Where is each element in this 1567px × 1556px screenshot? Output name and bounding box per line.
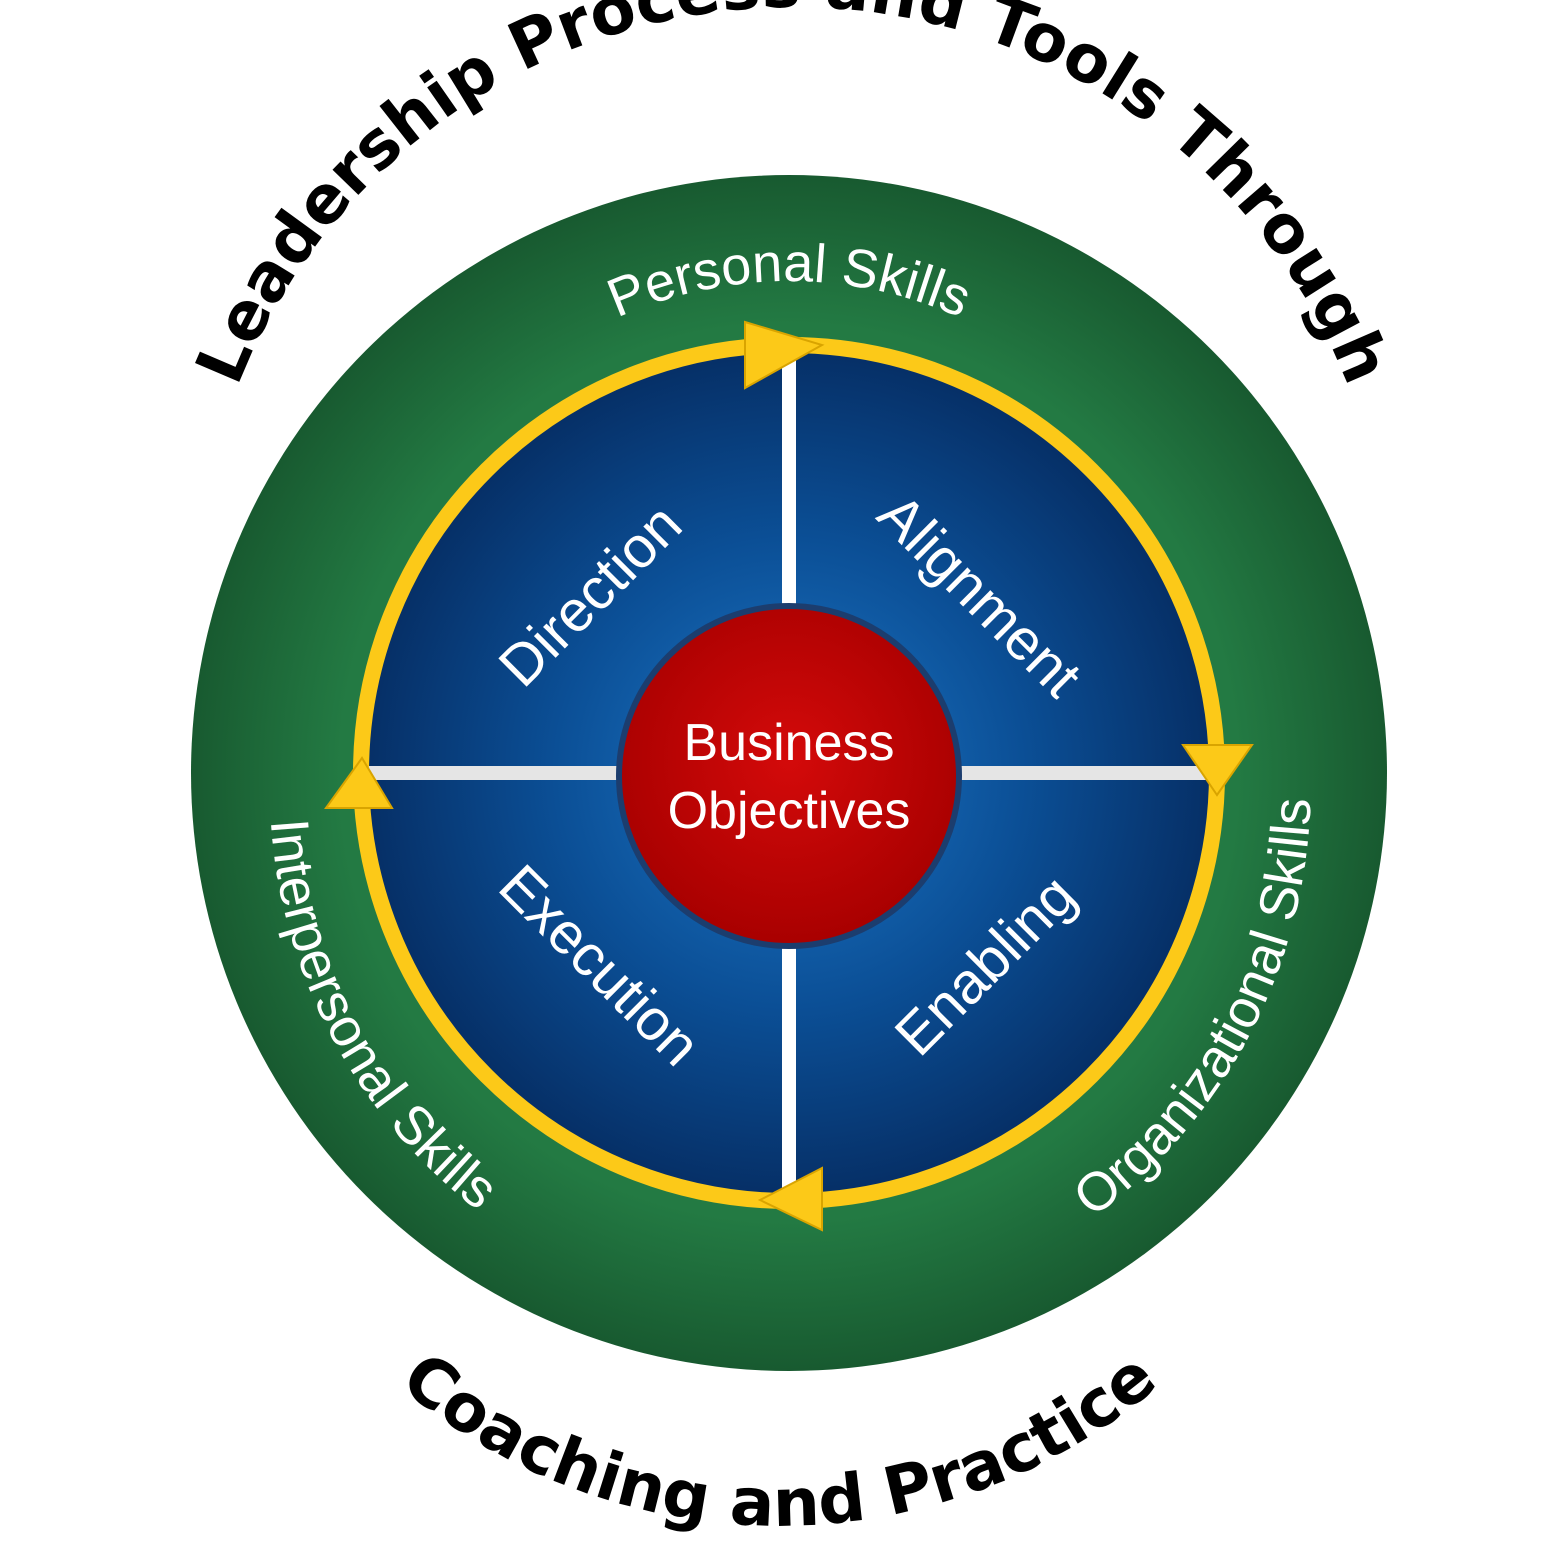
center-line-1: Business bbox=[684, 714, 895, 772]
center-line-2: Objectives bbox=[668, 782, 911, 840]
center-circle bbox=[616, 603, 962, 949]
arrow-head-left-icon bbox=[324, 756, 394, 809]
arrow-head-top-icon bbox=[744, 320, 825, 390]
arrow-head-right-icon bbox=[1181, 744, 1254, 797]
arrow-head-bottom-icon bbox=[757, 1166, 823, 1232]
